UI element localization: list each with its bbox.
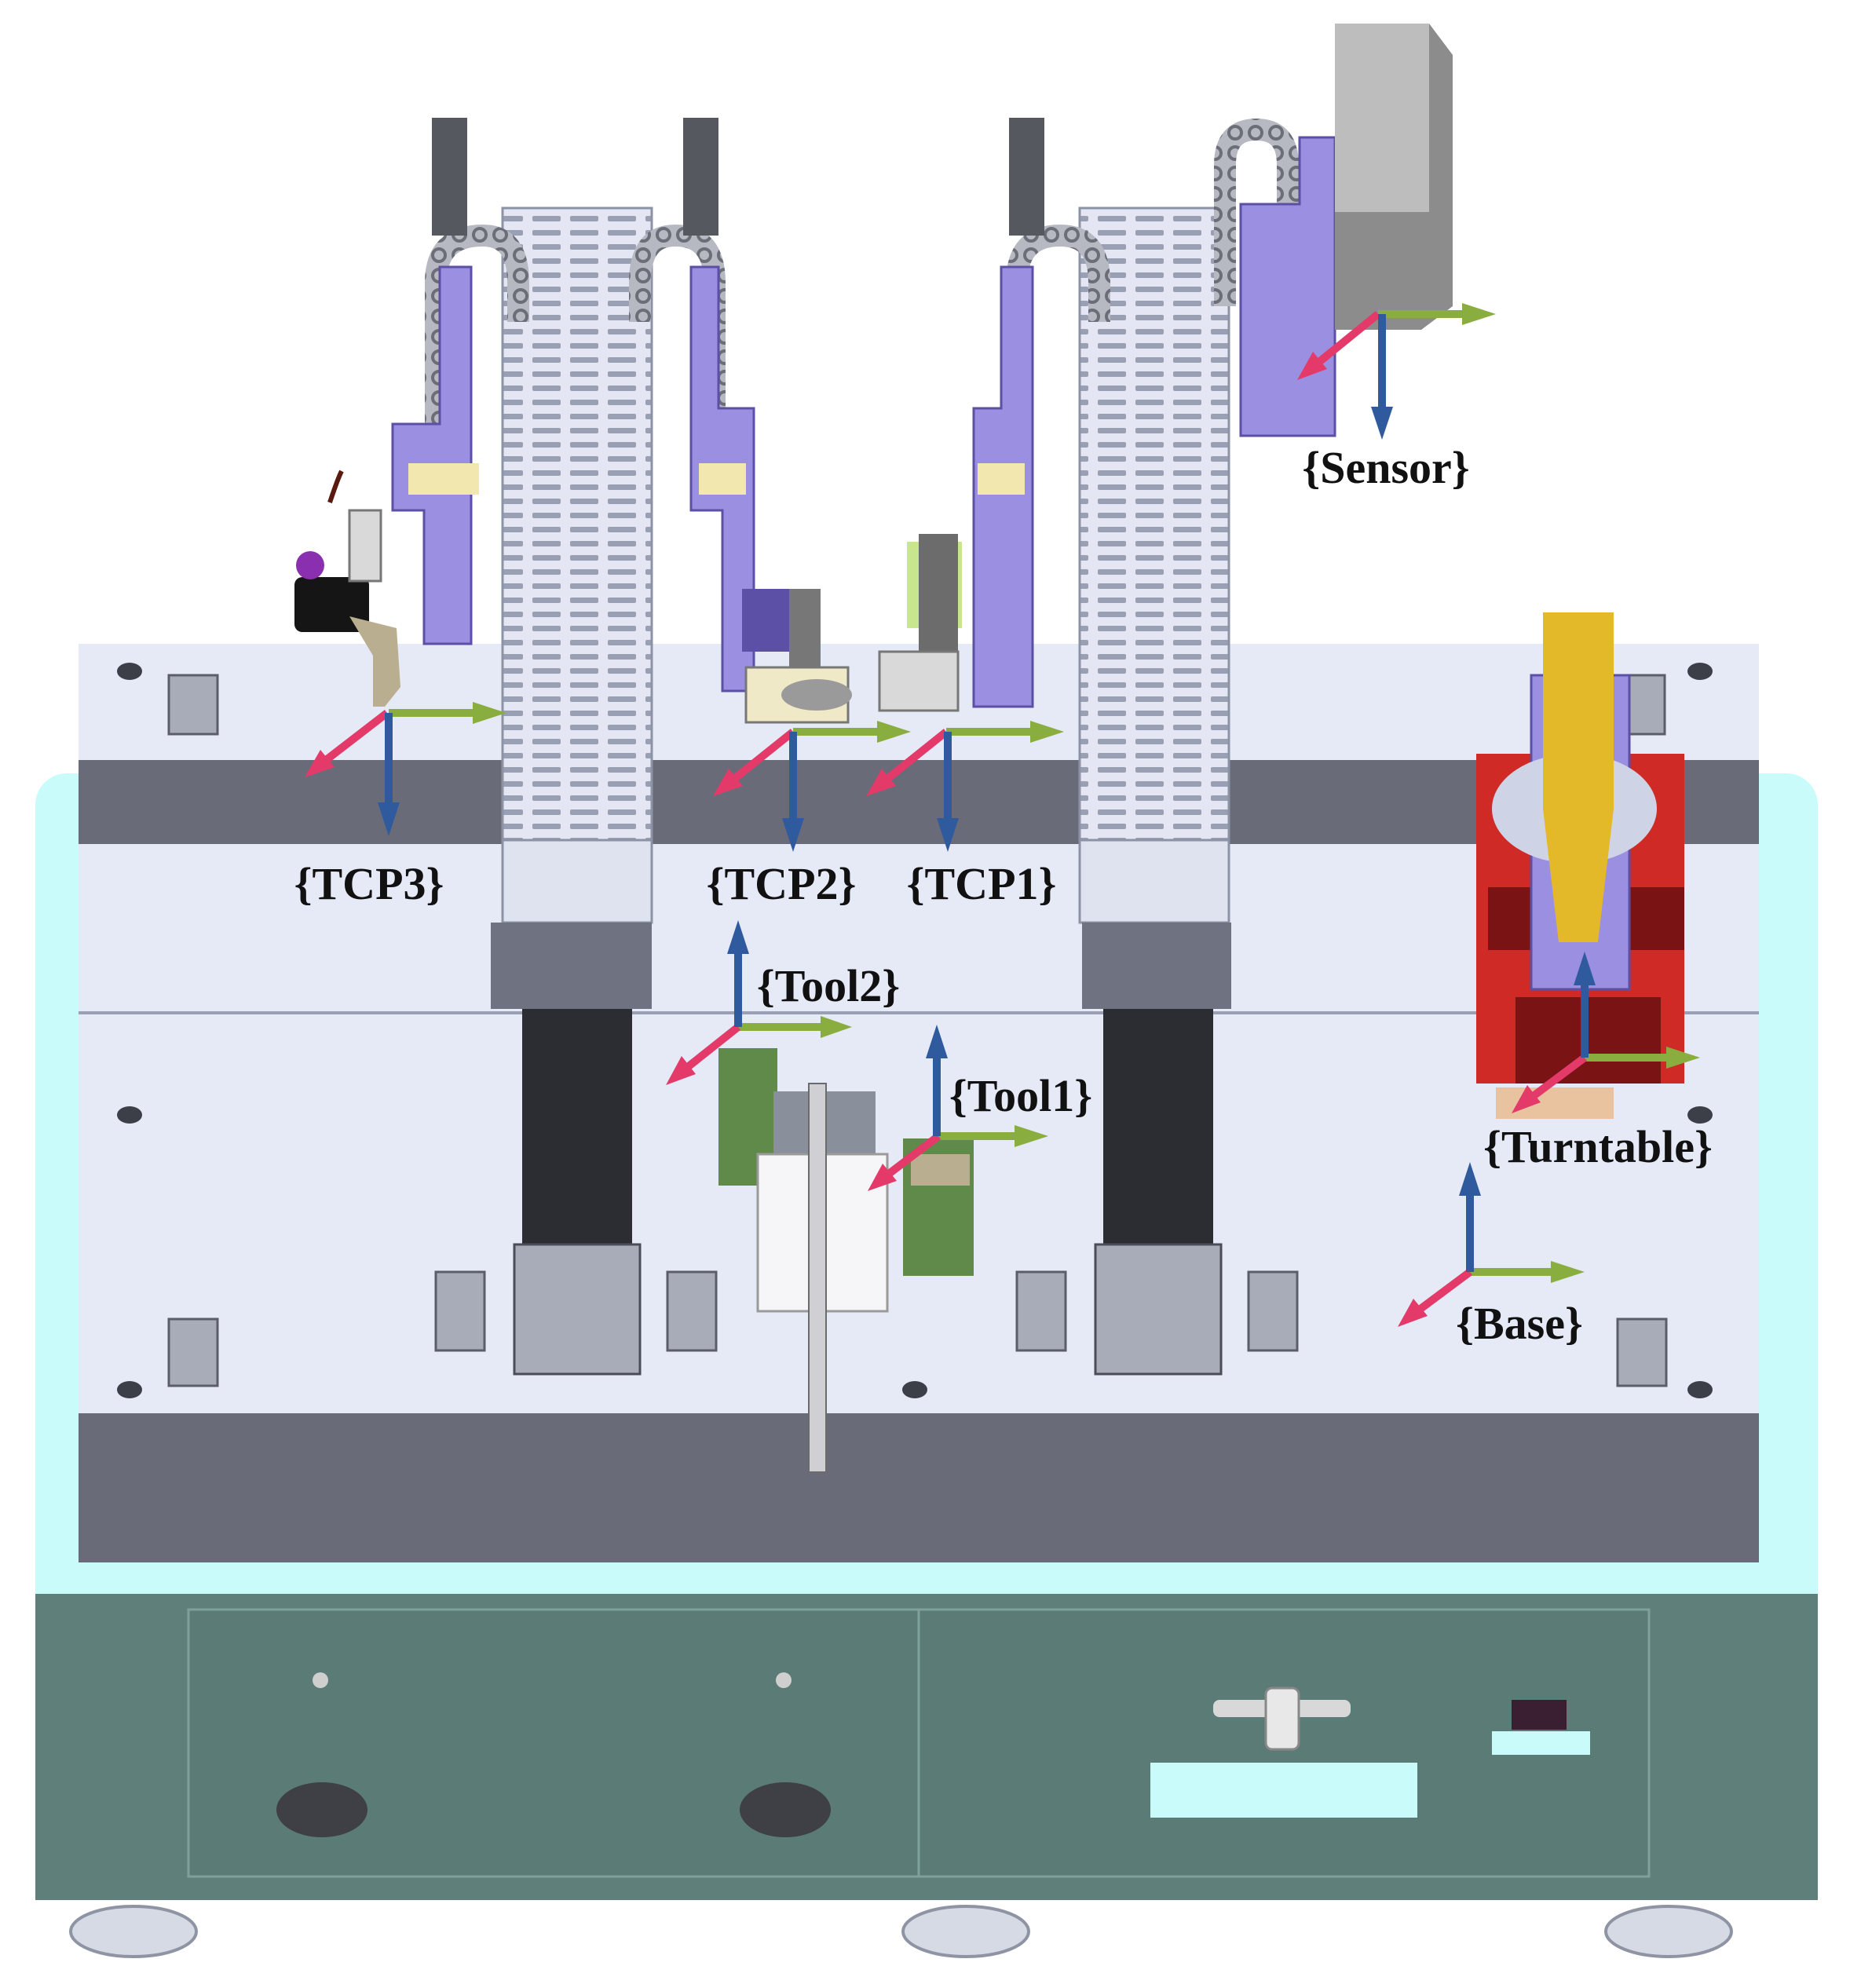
base-z-arrowhead [1459, 1162, 1481, 1196]
frame-tool1: {Tool1} [868, 1025, 1092, 1191]
frame-base: {Base} [1398, 1162, 1585, 1349]
sensor-z-arrowhead [1371, 407, 1393, 440]
frame-tcp1: {TCP1} [866, 721, 1064, 909]
tcp3-z-arrowhead [378, 802, 400, 836]
tcp2-y-axis [727, 729, 796, 785]
frame-tool2: {Tool2} [666, 920, 900, 1085]
cabinet-screw [776, 1672, 792, 1688]
turntable-label: {Turntable} [1483, 1121, 1713, 1172]
base-y-axis [1415, 1268, 1472, 1315]
tool2-y-arrowhead [666, 1056, 696, 1085]
tool1-y-axis [883, 1133, 941, 1179]
tool1-gripper [878, 534, 962, 712]
tool1-label: {Tool1} [949, 1070, 1092, 1121]
tool2-x-arrowhead [821, 1016, 852, 1038]
table [79, 644, 1759, 1580]
tool2-z-arrowhead [727, 920, 749, 954]
frame-sensor: {Sensor} [1297, 303, 1496, 493]
rail-left [491, 206, 653, 1376]
cable-chains [425, 118, 1299, 471]
cabinet-screw [313, 1672, 328, 1688]
sensor-y-arrowhead [1297, 352, 1327, 380]
turntable-x-arrowhead [1666, 1047, 1700, 1069]
tool1-x-arrowhead [1015, 1125, 1048, 1147]
turntable-y-arrowhead [1512, 1085, 1541, 1113]
tcp2-z-arrowhead [782, 818, 804, 852]
tool2-label: {Tool2} [757, 960, 900, 1011]
tcp3-y-arrowhead [305, 750, 335, 777]
base-label: {Base} [1456, 1298, 1583, 1349]
frame-turntable: {Turntable} [1483, 952, 1713, 1172]
foot-center [901, 1905, 1030, 1958]
tcp1-label: {TCP1} [907, 858, 1057, 909]
tool1-y-arrowhead [868, 1164, 897, 1191]
tcp3-y-axis [319, 710, 390, 766]
tcp1-z-arrowhead [937, 818, 959, 852]
tcp1-y-arrowhead [866, 769, 896, 796]
turntable-y-axis [1529, 1054, 1587, 1101]
tcp3-label: {TCP3} [294, 858, 444, 909]
sensor-camera [1335, 24, 1453, 330]
base-x-arrowhead [1551, 1261, 1585, 1283]
frame-tcp2: {TCP2} [707, 721, 911, 909]
tool3-connector [294, 470, 400, 707]
coordinate-frames: {Sensor} {TCP3} {TCP2} [294, 303, 1713, 1349]
tcp3-x-arrowhead [473, 702, 506, 724]
power-switch [1512, 1700, 1567, 1730]
tcp2-x-arrowhead [877, 721, 911, 743]
tcp2-y-arrowhead [713, 769, 743, 796]
tool1-z-arrowhead [926, 1025, 948, 1058]
frame-tcp3: {TCP3} [294, 702, 506, 909]
base-y-arrowhead [1398, 1299, 1428, 1327]
clamp-blocks [167, 674, 1668, 1387]
sensor-label: {Sensor} [1302, 442, 1469, 493]
cabinet-hole-right [740, 1782, 831, 1837]
cabinet-slot-cyan [1150, 1763, 1417, 1818]
cabinet-panel-left [187, 1608, 920, 1878]
sensor-y-axis [1312, 311, 1381, 368]
cabinet-hole-left [276, 1782, 367, 1837]
tcp2-label: {TCP2} [707, 858, 857, 909]
rail-right [1078, 206, 1231, 1376]
air-regulator [1213, 1687, 1351, 1751]
table-front-trim [79, 1562, 1759, 1580]
tcp1-y-axis [880, 729, 949, 785]
turntable [1476, 612, 1684, 1119]
table-holes [117, 663, 1713, 1398]
cabinet-slot-cyan-small [1492, 1731, 1590, 1755]
fixtures [718, 1048, 974, 1473]
turntable-z-arrowhead [1574, 952, 1596, 985]
foot-left [69, 1905, 198, 1958]
tool2-y-axis [682, 1024, 741, 1073]
tcp1-x-arrowhead [1030, 721, 1064, 743]
foot-right [1604, 1905, 1733, 1958]
tool2-gripper [742, 589, 852, 724]
table-front-edge [79, 1413, 1759, 1566]
sensor-x-arrowhead [1462, 303, 1496, 325]
